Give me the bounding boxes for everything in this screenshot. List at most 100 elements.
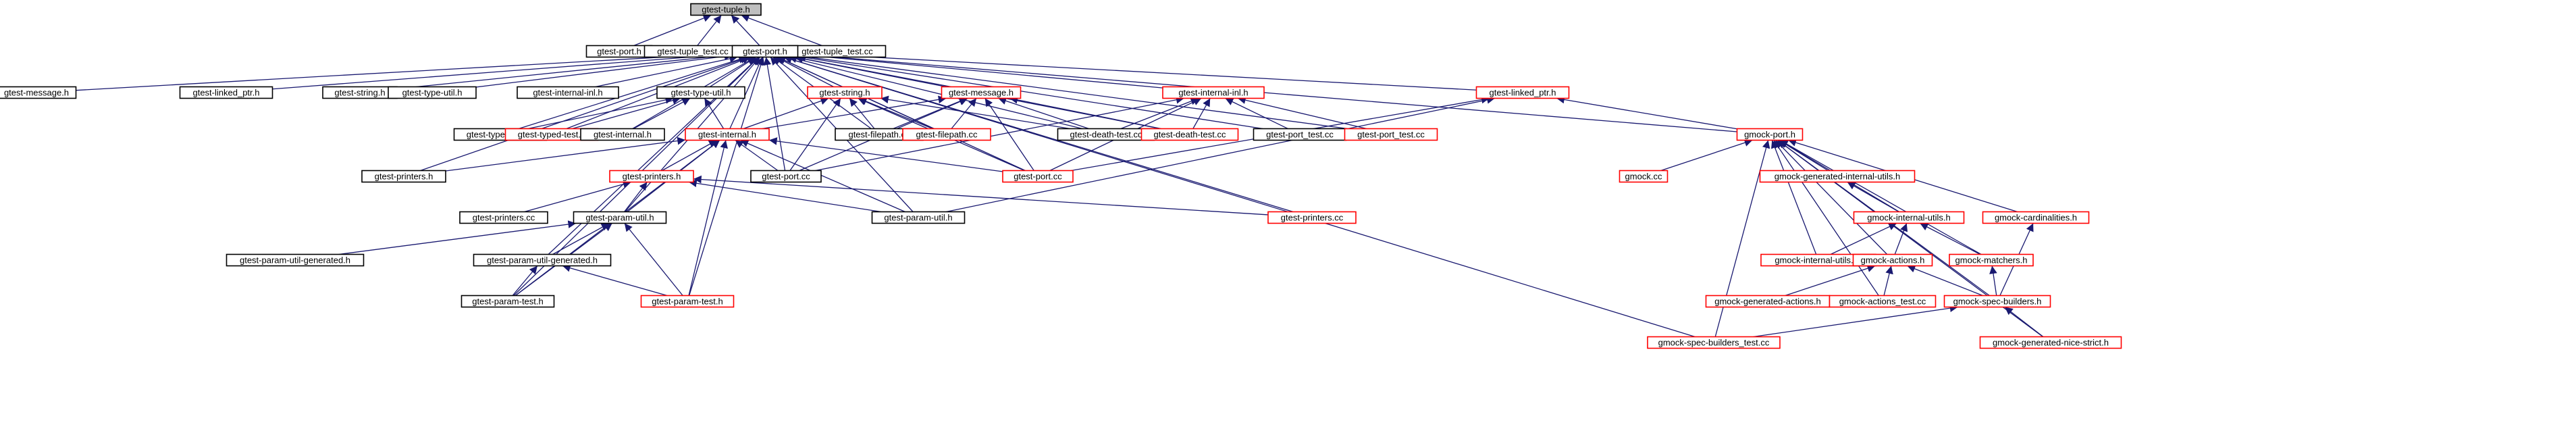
node-paramutilgen2[interactable]: gtest-param-util-generated.h [473, 253, 612, 267]
node-gmockgenactions[interactable]: gmock-generated-actions.h [1705, 295, 1831, 308]
node-portccred[interactable]: gtest-port.cc [1002, 170, 1074, 183]
node-internalinl1[interactable]: gtest-internal-inl.h [517, 86, 619, 99]
node-port[interactable]: gtest-port.h [731, 45, 799, 58]
edge-group [527, 96, 674, 130]
edge-internal-to-typeutil2 [633, 97, 691, 130]
edge-paramutil2-to-printersred [688, 179, 882, 213]
edge-group [729, 57, 763, 129]
node-label: gmock-actions.h [1861, 255, 1925, 266]
node-printers[interactable]: gtest-printers.h [361, 170, 446, 183]
node-stringred[interactable]: gtest-string.h [807, 86, 883, 99]
edge-group [572, 97, 681, 130]
node-printersccred[interactable]: gtest-printers.cc [1267, 211, 1357, 224]
node-portcc[interactable]: gtest-port.cc [750, 170, 822, 183]
node-gmockactions[interactable]: gmock-actions.h [1852, 253, 1933, 267]
node-paramutil2[interactable]: gtest-param-util.h [871, 211, 966, 224]
edge-gmockgenactions-to-gmockactions [1785, 264, 1876, 297]
edge-group [697, 15, 722, 46]
node-label: gtest-param-util.h [585, 213, 654, 223]
edge-gmockgennicestrict-to-gmockspecbuilders [2004, 306, 2044, 338]
node-deathtestred[interactable]: gtest-death-test.cc [1140, 128, 1239, 141]
edge-filepathred-to-stringred [858, 97, 933, 130]
node-typeutil1[interactable]: gtest-type-util.h [388, 86, 477, 99]
node-label: gtest-string.h [819, 88, 870, 98]
node-label: gmock-matchers.h [1955, 255, 2028, 266]
node-messagered[interactable]: gtest-message.h [941, 86, 1022, 99]
node-linked2[interactable]: gtest-linked_ptr.h [1475, 86, 1570, 99]
node-internal[interactable]: gtest-internal.h [580, 128, 665, 141]
node-paramtestred[interactable]: gtest-param-test.h [640, 295, 735, 308]
node-box [0, 86, 77, 99]
node-box [609, 170, 694, 183]
node-label: gtest-printers.h [375, 172, 433, 182]
node-string[interactable]: gtest-string.h [322, 86, 398, 99]
node-gmockspecbuilderstest[interactable]: gmock-spec-builders_test.cc [1647, 336, 1781, 349]
node-root[interactable]: gtest-tuple.h [690, 3, 762, 16]
node-deathtest[interactable]: gtest-death-test.cc [1057, 128, 1155, 141]
node-gmockport[interactable]: gmock-port.h [1736, 128, 1804, 141]
edge-group [740, 139, 905, 213]
node-label: gtest-printers.h [623, 172, 681, 182]
edge-group [788, 55, 1083, 130]
edge-filepath-to-messagered [893, 97, 968, 130]
node-label: gtest-tuple.h [702, 5, 750, 15]
edge-gmockactionstest-to-gmockactions [1883, 266, 1893, 296]
node-printerscc[interactable]: gtest-printers.cc [459, 211, 548, 224]
node-gmockcard[interactable]: gmock-cardinalities.h [1982, 211, 2090, 224]
edge-portcc-to-internalinlred [815, 96, 1184, 172]
edge-paramutil1-to-printersred [624, 182, 648, 212]
node-gmockgeninternal[interactable]: gmock-generated-internal-utils.h [1759, 170, 1916, 183]
edge-group [338, 220, 577, 255]
node-label: gtest-type-util.h [671, 88, 731, 98]
node-gmockinternalutils[interactable]: gmock-internal-utils.h [1853, 211, 1965, 224]
node-box [807, 86, 883, 99]
edge-message-to-port [76, 49, 733, 91]
node-label: gtest-message.h [4, 88, 69, 98]
edge-port-to-root [731, 15, 760, 46]
edge-group [762, 95, 947, 130]
node-gmockcc[interactable]: gmock.cc [1619, 170, 1668, 183]
edge-group [1556, 95, 1737, 130]
node-porttestred[interactable]: gtest-port_test.cc [1344, 128, 1438, 141]
node-box [1267, 211, 1357, 224]
node-label: gtest-param-util.h [884, 213, 952, 223]
node-typeutil2[interactable]: gtest-type-util.h [656, 86, 745, 99]
node-label: gtest-param-util-generated.h [240, 255, 350, 266]
edge-typedtestred-to-typeutil2 [572, 97, 681, 130]
node-paramutilgen1[interactable]: gtest-param-util-generated.h [226, 253, 365, 267]
node-box [941, 86, 1022, 99]
node-internalinlred[interactable]: gtest-internal-inl.h [1162, 86, 1265, 99]
edge-group [1773, 140, 1879, 296]
node-gmockmatchers[interactable]: gmock-matchers.h [1949, 253, 2034, 267]
node-message[interactable]: gtest-message.h [0, 86, 77, 99]
node-porttest[interactable]: gtest-port_test.cc [1253, 128, 1347, 141]
edge-typedtest-to-typeutil2 [527, 96, 674, 130]
node-tupletestcc2[interactable]: gtest-tuple_test.cc [788, 45, 887, 58]
node-port0[interactable]: gtest-port.h [585, 45, 653, 58]
node-paramutil1[interactable]: gtest-param-util.h [573, 211, 667, 224]
node-filepathred[interactable]: gtest-filepath.cc [902, 128, 991, 141]
node-filepath[interactable]: gtest-filepath.cc [835, 128, 924, 141]
edge-group [1775, 140, 1888, 255]
node-tupletestcc1[interactable]: gtest-tuple_test.cc [643, 45, 742, 58]
node-gmockinternalutilscc[interactable]: gmock-internal-utils.cc [1760, 253, 1876, 267]
node-internalred[interactable]: gtest-internal.h [685, 128, 770, 141]
edge-group [662, 139, 717, 172]
node-gmockgennicestrict[interactable]: gmock-generated-nice-strict.h [1979, 336, 2122, 349]
edge-filepath-to-stringred [849, 98, 875, 129]
edge-group [704, 98, 725, 129]
edge-group [1753, 304, 1958, 338]
node-gmockspecbuilders[interactable]: gmock-spec-builders.h [1943, 295, 2051, 308]
node-box [731, 45, 799, 58]
edge-printersccred-to-port [783, 55, 1294, 213]
node-label: gmock-internal-utils.h [1867, 213, 1951, 223]
node-label: gtest-tuple_test.cc [657, 47, 729, 57]
node-label: gmock-actions_test.cc [1839, 297, 1926, 307]
node-paramtest1[interactable]: gtest-param-test.h [461, 295, 555, 308]
node-linked1[interactable]: gtest-linked_ptr.h [179, 86, 273, 99]
edge-group [524, 180, 631, 213]
node-label: gmock-cardinalities.h [1995, 213, 2077, 223]
node-printersred[interactable]: gtest-printers.h [609, 170, 694, 183]
edge-group [797, 49, 1477, 91]
node-gmockactionstest[interactable]: gmock-actions_test.cc [1829, 295, 1937, 308]
